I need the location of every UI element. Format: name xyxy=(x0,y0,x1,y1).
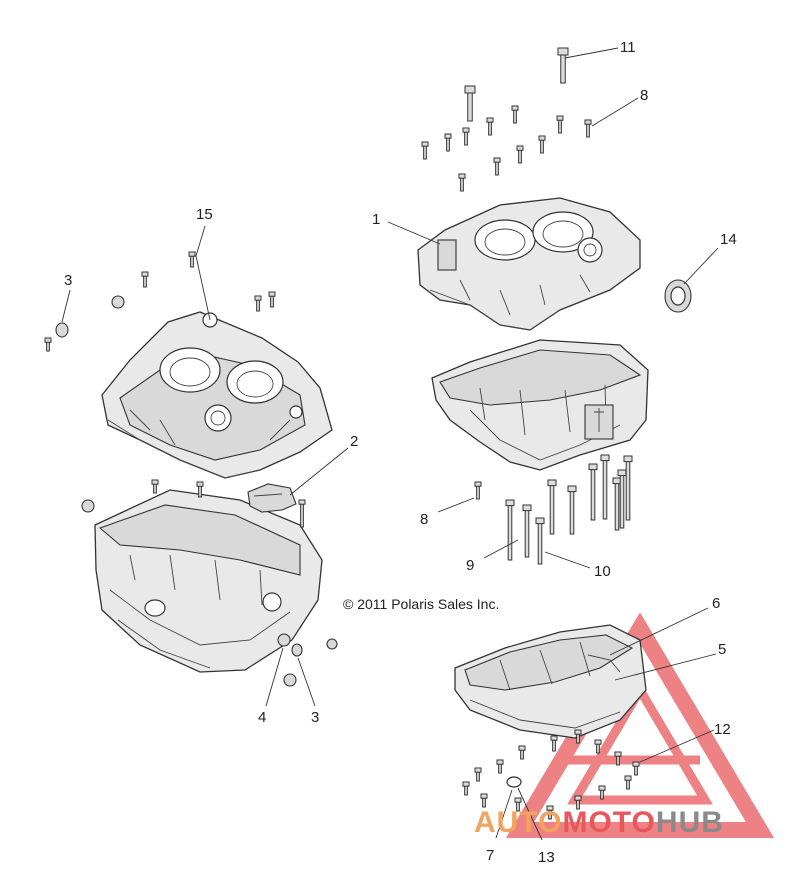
bolt xyxy=(480,793,488,808)
bolt xyxy=(505,499,515,561)
bolt xyxy=(584,119,592,138)
callout-5: 5 xyxy=(718,641,726,658)
bolt xyxy=(516,145,524,164)
callout-9: 9 xyxy=(466,557,474,574)
callout-11: 11 xyxy=(620,39,636,56)
watermark-part-moto: MOTO xyxy=(562,806,655,839)
bolt xyxy=(574,729,582,744)
watermark-text: AUTOMOTOHUB xyxy=(474,806,724,839)
bolt xyxy=(557,47,569,84)
callout-8-top: 8 xyxy=(640,87,648,104)
bolt xyxy=(188,251,196,268)
bolt xyxy=(141,271,149,288)
bolt xyxy=(298,499,306,528)
bolt xyxy=(632,761,640,776)
bolt-set xyxy=(44,47,640,820)
bolt xyxy=(614,751,622,766)
bolt xyxy=(518,745,526,760)
bolt xyxy=(444,133,452,152)
callout-7: 7 xyxy=(486,847,494,864)
bolt xyxy=(464,85,476,122)
bolt xyxy=(268,291,276,308)
bolt xyxy=(567,485,577,535)
bolt xyxy=(538,135,546,154)
bolt xyxy=(617,469,627,529)
small-parts xyxy=(55,295,522,788)
bearing-half xyxy=(247,483,297,513)
bolt xyxy=(44,337,52,352)
bolt xyxy=(588,463,598,521)
bolt xyxy=(612,477,622,531)
bolt xyxy=(600,454,610,520)
bolt xyxy=(594,739,602,754)
callout-1: 1 xyxy=(372,211,380,228)
bolt xyxy=(556,115,564,134)
callout-3-top: 3 xyxy=(64,272,72,289)
bolt xyxy=(474,481,482,500)
bolt xyxy=(474,767,482,782)
bolt xyxy=(196,481,204,498)
callout-8-mid: 8 xyxy=(420,511,428,528)
oil-seal xyxy=(664,279,692,313)
watermark-part-auto: AUTO xyxy=(474,806,562,839)
oil-pan xyxy=(454,624,647,739)
copyright-notice: © 2011 Polaris Sales Inc. xyxy=(343,596,499,612)
bolt xyxy=(623,455,633,521)
bolt xyxy=(254,295,262,312)
bolt xyxy=(547,479,557,535)
bolt xyxy=(514,797,522,812)
bolt xyxy=(462,127,470,146)
callout-6: 6 xyxy=(712,595,720,612)
left-upper-crankcase xyxy=(101,311,333,479)
bolt xyxy=(574,795,582,810)
watermark-part-hub: HUB xyxy=(656,806,724,839)
callout-3-bottom: 3 xyxy=(311,709,319,726)
callout-2: 2 xyxy=(350,433,358,450)
bolt xyxy=(462,781,470,796)
callout-14: 14 xyxy=(720,231,737,248)
left-lower-crankcase xyxy=(94,489,323,673)
bolt xyxy=(546,805,554,820)
bolt xyxy=(535,517,545,565)
bolt xyxy=(493,157,501,176)
bolt xyxy=(421,141,429,160)
bolt xyxy=(496,759,504,774)
bolt xyxy=(624,775,632,790)
bolt xyxy=(550,735,558,752)
callout-labels: 11 8 1 14 15 3 2 8 9 10 6 5 12 4 3 7 13 xyxy=(64,39,737,866)
bolt xyxy=(486,117,494,136)
leader-lines xyxy=(61,47,719,841)
bolt xyxy=(151,479,159,494)
right-lower-crankcase xyxy=(431,339,649,471)
bolt xyxy=(511,105,519,124)
bolt xyxy=(522,504,532,558)
right-upper-crankcase xyxy=(417,197,641,331)
callout-10: 10 xyxy=(594,563,611,580)
callout-15: 15 xyxy=(196,206,213,223)
callout-12: 12 xyxy=(714,721,731,738)
callout-4: 4 xyxy=(258,709,266,726)
callout-13: 13 xyxy=(538,849,555,866)
bolt xyxy=(598,785,606,800)
bolt xyxy=(458,173,466,192)
